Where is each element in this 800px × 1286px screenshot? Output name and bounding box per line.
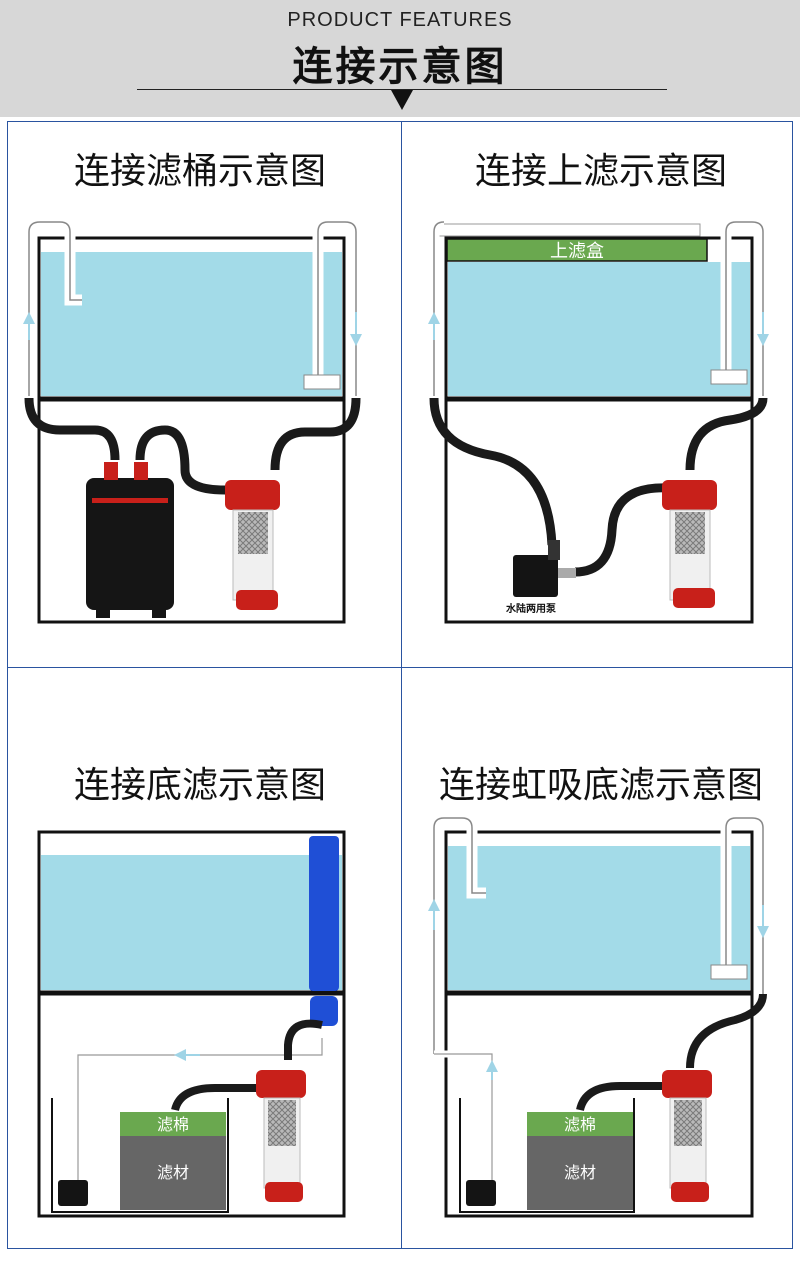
canister-valve xyxy=(104,462,118,480)
aquatic-pump xyxy=(466,1180,496,1206)
grid-vertical-divider xyxy=(401,121,402,1249)
tank-water xyxy=(448,262,750,396)
diagram-grid-frame xyxy=(7,121,793,1249)
sump-box xyxy=(51,1098,229,1213)
outflow-pipe-outline xyxy=(317,221,357,396)
header-title: 连接示意图 xyxy=(292,44,508,90)
panel-title-top-filter: 连接上滤示意图 xyxy=(474,151,727,192)
intake-pipe xyxy=(428,216,445,396)
hose-reactor xyxy=(171,1084,262,1112)
panel-top-filter-diagram: 上滤盒 水陆两用泵 xyxy=(428,216,769,624)
hose-canister-out xyxy=(135,425,226,495)
spray-bar xyxy=(710,964,748,980)
intake-pipe-outline xyxy=(28,221,82,396)
outflow-pipe-outline xyxy=(725,817,764,994)
header-subtitle: PRODUCT FEATURES xyxy=(287,9,513,31)
reactor-base xyxy=(673,588,715,608)
reactor-cap xyxy=(662,480,717,510)
hose-pump-out xyxy=(574,483,671,577)
reactor-base xyxy=(671,1182,709,1202)
panel-siphon-filter-diagram: 滤棉 滤材 xyxy=(428,812,769,1218)
aquatic-pump xyxy=(513,555,558,597)
hose-overflow xyxy=(284,1019,323,1060)
panel-title-bottom-filter: 连接底滤示意图 xyxy=(73,765,326,806)
top-filter-box xyxy=(446,238,708,262)
reactor-media xyxy=(675,512,705,554)
hose-intake xyxy=(24,397,120,461)
canister-red-stripe xyxy=(92,498,168,503)
outflow-pipe-outline xyxy=(725,221,764,396)
canister-foot xyxy=(96,608,110,618)
filter-media-label: 滤材 xyxy=(564,1163,596,1182)
hose-return xyxy=(270,397,361,471)
panel-bottom-filter-diagram: 滤棉 滤材 xyxy=(37,830,346,1218)
reactor-cap xyxy=(662,1070,712,1098)
pump-fitting xyxy=(558,568,576,578)
tank-water xyxy=(41,855,342,990)
filter-media xyxy=(120,1136,226,1210)
intake-pipe-outline xyxy=(433,221,445,396)
sump-box xyxy=(459,1098,635,1213)
panel-canister-diagram xyxy=(23,216,362,624)
filter-cotton-label: 滤棉 xyxy=(564,1115,596,1134)
header-banner: PRODUCT FEATURES 连接示意图 xyxy=(0,0,800,117)
tank-water xyxy=(41,252,342,396)
panel-title-siphon-filter: 连接虹吸底滤示意图 xyxy=(438,765,763,806)
down-triangle-icon xyxy=(391,90,413,110)
reactor-cap xyxy=(256,1070,306,1098)
hose-return xyxy=(686,993,767,1069)
hose-return xyxy=(685,397,768,471)
filter-cotton xyxy=(120,1112,226,1136)
hose-reactor xyxy=(576,1082,668,1112)
filter-cotton xyxy=(527,1112,633,1136)
reactor-media xyxy=(674,1100,702,1146)
aquatic-pump xyxy=(58,1180,88,1206)
spray-bar xyxy=(303,374,341,390)
filter-media-label: 滤材 xyxy=(157,1163,189,1182)
pump-outlet xyxy=(548,540,560,560)
top-filter-box-label: 上滤盒 xyxy=(550,241,604,262)
canister-filter xyxy=(86,478,174,610)
siphon-intake-pipe-outline xyxy=(433,817,486,1054)
overflow-pipe xyxy=(309,836,339,991)
reactor-media xyxy=(238,512,268,554)
overflow-pipe-lower xyxy=(310,996,338,1026)
reactor-media xyxy=(268,1100,296,1146)
panel-title-canister: 连接滤桶示意图 xyxy=(73,151,326,192)
reactor-base xyxy=(236,590,278,610)
reactor-base xyxy=(265,1182,303,1202)
hose-intake xyxy=(429,397,557,546)
header-underline xyxy=(137,89,667,90)
canister-valve xyxy=(134,462,148,480)
siphon-return-pipe-outline xyxy=(434,1053,493,1180)
spray-bar xyxy=(710,369,748,385)
top-filter-drip-tray xyxy=(437,223,701,237)
canister-foot xyxy=(152,608,166,618)
grid-horizontal-divider xyxy=(7,667,793,668)
reactor-cap xyxy=(225,480,280,510)
filter-media xyxy=(527,1136,633,1210)
filter-cotton-label: 滤棉 xyxy=(157,1115,189,1134)
pump-label: 水陆两用泵 xyxy=(505,602,557,615)
tank-water xyxy=(448,846,750,990)
